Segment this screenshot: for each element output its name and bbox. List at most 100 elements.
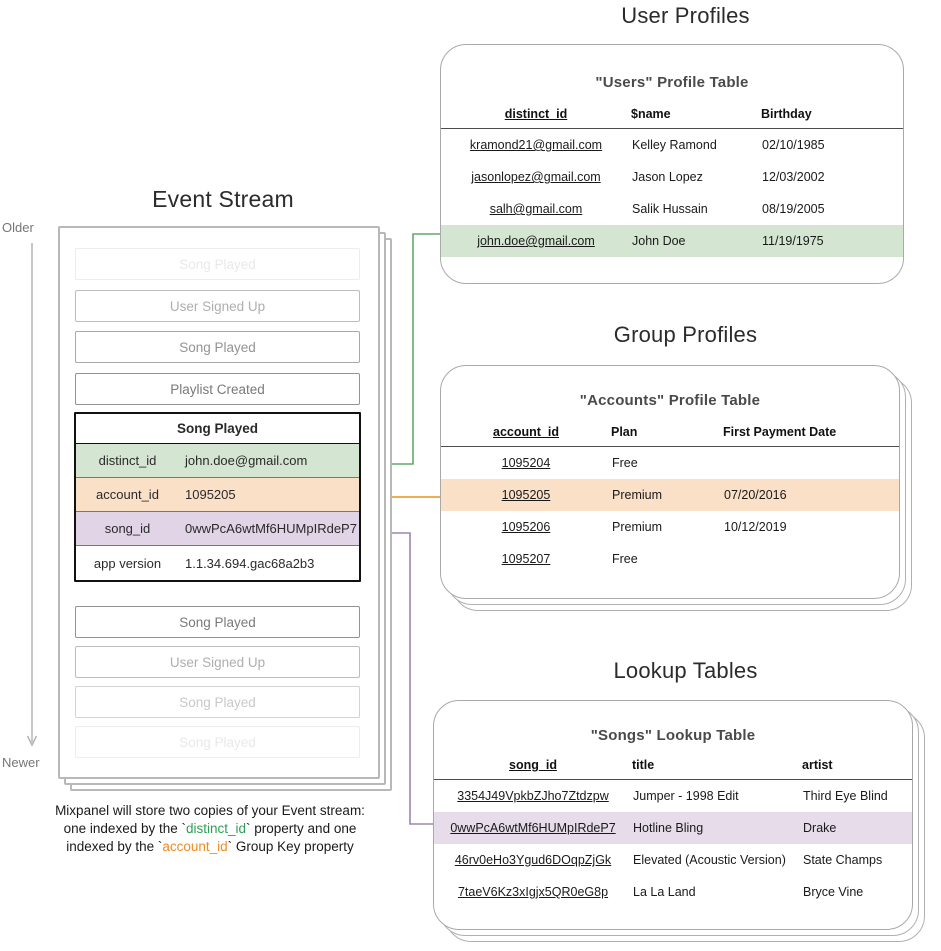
table-row[interactable]: 7taeV6Kz3xIgjx5QR0eG8p La La Land Bryce … [434,876,912,908]
table-row[interactable]: 3354J49VpkbZJho7Ztdzpw Jumper - 1998 Edi… [434,780,912,813]
table-row-highlighted[interactable]: john.doe@gmail.com John Doe 11/19/1975 [441,225,903,257]
accounts-panel-stack: "Accounts" Profile Table account_id Plan… [440,365,918,615]
users-table-title: "Users" Profile Table [595,74,749,91]
column-header-plan: Plan [611,425,723,447]
caption-text: one indexed by the ` [63,821,186,836]
table-row[interactable]: kramond21@gmail.com Kelley Ramond 02/10/… [441,129,903,162]
cell-first-payment [723,447,899,480]
table-row[interactable]: 1095206 Premium 10/12/2019 [441,511,899,543]
event-row[interactable]: Song Played [75,726,360,758]
songs-panel-stack: "Songs" Lookup Table song_id title artis… [433,700,933,948]
cell-song-id: 46rv0eHo3Ygud6DOqpZjGk [454,853,612,867]
table-row[interactable]: 46rv0eHo3Ygud6DOqpZjGk Elevated (Acousti… [434,844,912,876]
cell-birthday: 02/10/1985 [762,138,825,152]
property-key: app version [93,555,162,571]
event-row[interactable]: User Signed Up [75,290,360,322]
cell-account-id: 1095207 [501,552,551,566]
cell-artist: Third Eye Blind [803,789,888,803]
users-table: distinct_id $name Birthday kramond21@gma… [441,107,903,257]
cell-birthday: 11/19/1975 [761,225,903,257]
cell-distinct-id: jasonlopez@gmail.com [471,170,601,184]
property-key: account_id [96,487,159,502]
cell-song-id: 7taeV6Kz3xIgjx5QR0eG8p [457,885,609,899]
table-row[interactable]: salh@gmail.com Salik Hussain 08/19/2005 [441,193,903,225]
caption-text: ` Group Key property [227,839,354,854]
event-stream-copy-1[interactable]: Song Played User Signed Up Song Played P… [58,226,380,779]
property-key: distinct_id [98,453,157,468]
column-header-birthday: Birthday [761,107,903,129]
cell-distinct-id: kramond21@gmail.com [469,138,603,152]
selected-event-card[interactable]: Song Played distinct_id john.doe@gmail.c… [74,412,361,582]
cell-name: John Doe [631,225,761,257]
accounts-table-title: "Accounts" Profile Table [579,392,761,409]
cell-account-id: 1095206 [501,520,551,534]
event-row[interactable]: User Signed Up [75,646,360,678]
selected-event-title: Song Played [76,414,359,444]
column-header-account-id: account_id [441,425,611,447]
lookup-tables-title: Lookup Tables [613,658,758,683]
event-row[interactable]: Song Played [75,686,360,718]
property-value: john.doe@gmail.com [185,453,308,468]
cell-name: Kelley Ramond [632,138,717,152]
caption-token-distinct-id: distinct_id [185,821,247,836]
cell-title: Hotline Bling [632,812,802,844]
table-row[interactable]: 1095207 Free [441,543,899,575]
user-profiles-title: User Profiles [621,3,750,28]
table-row[interactable]: jasonlopez@gmail.com Jason Lopez 12/03/2… [441,161,903,193]
cell-distinct-id: john.doe@gmail.com [441,225,631,257]
songs-table: song_id title artist 3354J49VpkbZJho7Ztd… [434,758,912,908]
column-header-song-id: song_id [434,758,632,780]
cell-birthday: 08/19/2005 [762,202,825,216]
cell-birthday: 12/03/2002 [762,170,825,184]
table-row-highlighted[interactable]: 1095205 Premium 07/20/2016 [441,479,899,511]
cell-first-payment: 10/12/2019 [724,520,787,534]
users-panel-stack: "Users" Profile Table distinct_id $name … [440,44,910,284]
cell-artist: State Champs [803,853,883,867]
event-property-song-id[interactable]: song_id 0wwPcA6wtMf6HUMpIRdeP7 [76,512,359,546]
cell-artist: Bryce Vine [803,885,864,899]
cell-artist: Drake [802,812,912,844]
property-value: 0wwPcA6wtMf6HUMpIRdeP7 [185,521,357,536]
timeline-arrow [26,243,38,747]
timeline-older-label: Older [2,220,34,235]
cell-title: La La Land [633,885,696,899]
column-header-distinct-id: distinct_id [441,107,631,129]
songs-lookup-panel[interactable]: "Songs" Lookup Table song_id title artis… [433,700,913,930]
songs-table-title: "Songs" Lookup Table [590,727,756,744]
table-row[interactable]: 1095204 Free [441,447,899,480]
property-value: 1095205 [185,487,236,502]
column-header-name: $name [631,107,761,129]
event-property-distinct-id[interactable]: distinct_id john.doe@gmail.com [76,444,359,478]
event-property-account-id[interactable]: account_id 1095205 [76,478,359,512]
caption-line-2: one indexed by the `distinct_id` propert… [22,820,398,838]
cell-plan: Premium [612,520,663,534]
event-property-app-version[interactable]: app version 1.1.34.694.gac68a2b3 [76,546,359,580]
cell-first-payment [723,543,899,575]
event-row[interactable]: Song Played [75,331,360,363]
table-header-row: song_id title artist [434,758,912,780]
cell-account-id: 1095204 [501,456,551,470]
cell-title: Jumper - 1998 Edit [633,789,739,803]
cell-plan: Free [612,456,638,470]
caption-line-1: Mixpanel will store two copies of your E… [55,803,365,818]
event-row[interactable]: Playlist Created [75,373,360,405]
cell-distinct-id: salh@gmail.com [489,202,583,216]
event-stream-stack: Song Played User Signed Up Song Played P… [58,226,392,791]
cell-first-payment: 07/20/2016 [723,479,899,511]
column-header-first-payment-date: First Payment Date [723,425,899,447]
caption-line-3: indexed by the `account_id` Group Key pr… [22,838,398,856]
cell-plan: Free [612,552,638,566]
cell-song-id: 0wwPcA6wtMf6HUMpIRdeP7 [434,812,632,844]
property-key: song_id [104,521,151,536]
event-stream-caption: Mixpanel will store two copies of your E… [22,802,398,856]
caption-token-account-id: account_id [162,839,228,854]
event-stream-title: Event Stream [152,186,294,212]
table-header-row: distinct_id $name Birthday [441,107,903,129]
event-row[interactable]: Song Played [75,606,360,638]
users-profile-panel[interactable]: "Users" Profile Table distinct_id $name … [440,44,904,284]
table-row-highlighted[interactable]: 0wwPcA6wtMf6HUMpIRdeP7 Hotline Bling Dra… [434,812,912,844]
table-header-row: account_id Plan First Payment Date [441,425,899,447]
accounts-profile-panel[interactable]: "Accounts" Profile Table account_id Plan… [440,365,900,599]
cell-name: Jason Lopez [632,170,703,184]
event-row[interactable]: Song Played [75,248,360,280]
